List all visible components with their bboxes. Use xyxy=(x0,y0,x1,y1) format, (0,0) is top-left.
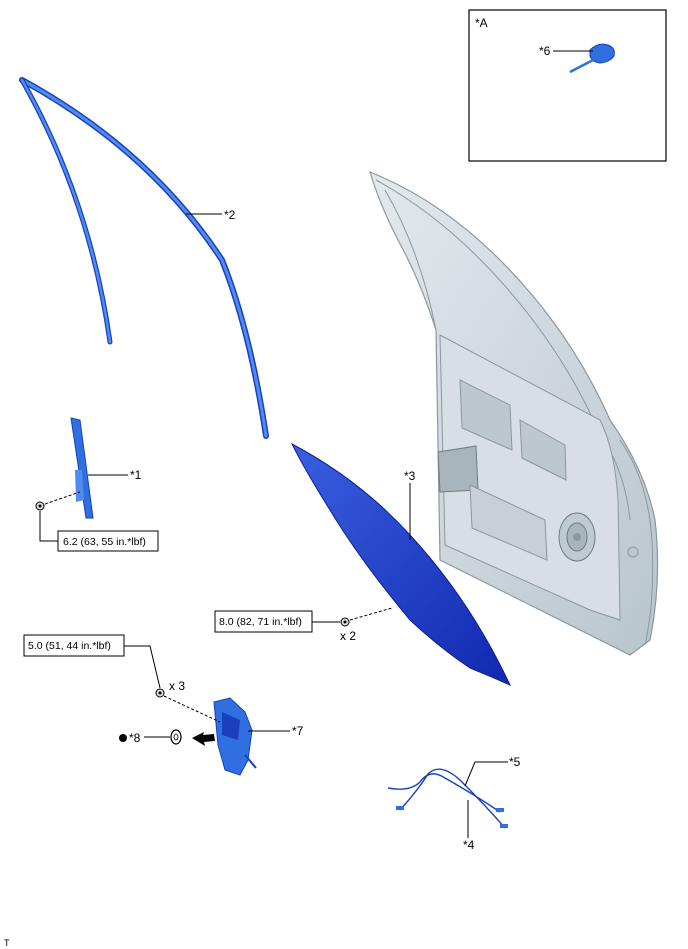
torque-label-1: 6.2 (63, 55 in.*lbf) xyxy=(63,536,146,548)
part-7-regulator xyxy=(213,697,257,776)
label-part-4: *4 xyxy=(463,838,475,852)
label-part-7: *7 xyxy=(292,724,304,738)
qty-regulator-bolts: x 3 xyxy=(169,679,185,693)
bolt-glass xyxy=(340,617,350,627)
label-part-8: *8 xyxy=(129,731,141,745)
part-6-handle xyxy=(569,43,615,74)
torque-label-2: 8.0 (82, 71 in.*lbf) xyxy=(219,616,302,628)
torque-label-3: 5.0 (51, 44 in.*lbf) xyxy=(28,640,111,652)
part-8-grommet xyxy=(170,729,182,745)
bolt-regulator xyxy=(155,688,165,698)
part-1-sash xyxy=(70,417,94,519)
label-part-1: *1 xyxy=(130,468,142,482)
label-part-2: *2 xyxy=(224,208,236,222)
part-3-door-glass xyxy=(290,442,512,687)
inset-box: *A *6 xyxy=(468,9,667,162)
bullet-dot-icon xyxy=(119,734,127,742)
label-part-6: *6 xyxy=(539,44,551,58)
door-panel xyxy=(369,170,659,656)
label-part-3: *3 xyxy=(404,469,416,483)
footer-mark: T xyxy=(4,938,10,948)
bolt-part-1 xyxy=(35,501,45,511)
inset-title: *A xyxy=(475,16,488,30)
label-part-5: *5 xyxy=(509,755,521,769)
direction-arrow-icon xyxy=(192,732,215,746)
part-2-weatherstrip xyxy=(19,77,269,439)
parts-4-5-cables xyxy=(387,768,508,829)
qty-glass-bolts: x 2 xyxy=(340,629,356,643)
